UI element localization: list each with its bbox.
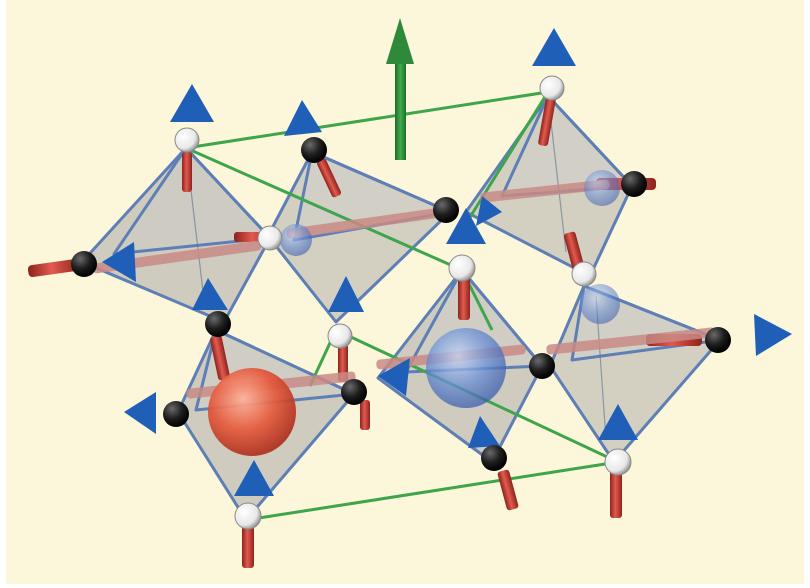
atom-sphere-icon <box>257 225 283 251</box>
spin-arrow-icon <box>234 460 274 496</box>
atom-sphere-icon <box>481 445 507 471</box>
atom-sphere-icon <box>448 254 476 282</box>
atom-sphere-icon <box>604 448 632 476</box>
crystal-structure-diagram <box>27 18 792 568</box>
spin-arrow-icon <box>102 242 136 282</box>
atom-sphere-icon <box>705 327 731 353</box>
spin-arrow-icon <box>284 100 322 136</box>
atom-sphere-icon <box>327 323 353 349</box>
blue-central-sphere <box>426 328 506 408</box>
atom-sphere-icon <box>205 311 231 337</box>
atom-sphere-icon <box>174 127 200 153</box>
spin-arrow-icon <box>328 276 364 312</box>
spin-arrow-icon <box>378 358 410 396</box>
spin-arrow-icon <box>476 196 502 226</box>
atom-sphere-icon <box>529 353 555 379</box>
atom-sphere-icon <box>71 251 97 277</box>
atom-sphere-icon <box>539 75 565 101</box>
spin-arrow-icon <box>598 404 638 440</box>
black-atoms <box>71 137 731 471</box>
red-central-sphere <box>208 368 296 456</box>
central-spheres <box>208 170 620 456</box>
atom-sphere-icon <box>571 261 597 287</box>
atom-sphere-icon <box>433 197 459 223</box>
spin-arrow-icon <box>532 28 576 66</box>
blue-small-sphere-1 <box>280 224 312 256</box>
octahedron-top-left <box>80 146 272 324</box>
dipole-rods <box>27 95 702 568</box>
up-arrow-icon <box>386 18 414 160</box>
spin-arrow-icon <box>446 208 486 244</box>
atom-sphere-icon <box>341 379 367 405</box>
diagram-panel <box>6 0 804 584</box>
blue-small-sphere-3 <box>584 170 620 206</box>
spin-arrows <box>102 28 792 496</box>
atom-sphere-icon <box>234 502 262 530</box>
white-atoms <box>174 75 632 530</box>
blue-small-sphere-2 <box>580 284 620 324</box>
spin-arrow-icon <box>192 278 228 310</box>
spin-arrow-icon <box>170 84 214 122</box>
spin-arrow-icon <box>124 392 156 434</box>
atom-sphere-icon <box>621 171 647 197</box>
spin-arrow-icon <box>468 416 500 448</box>
atom-sphere-icon <box>301 137 327 163</box>
spin-arrow-icon <box>754 314 792 356</box>
atom-sphere-icon <box>163 401 189 427</box>
